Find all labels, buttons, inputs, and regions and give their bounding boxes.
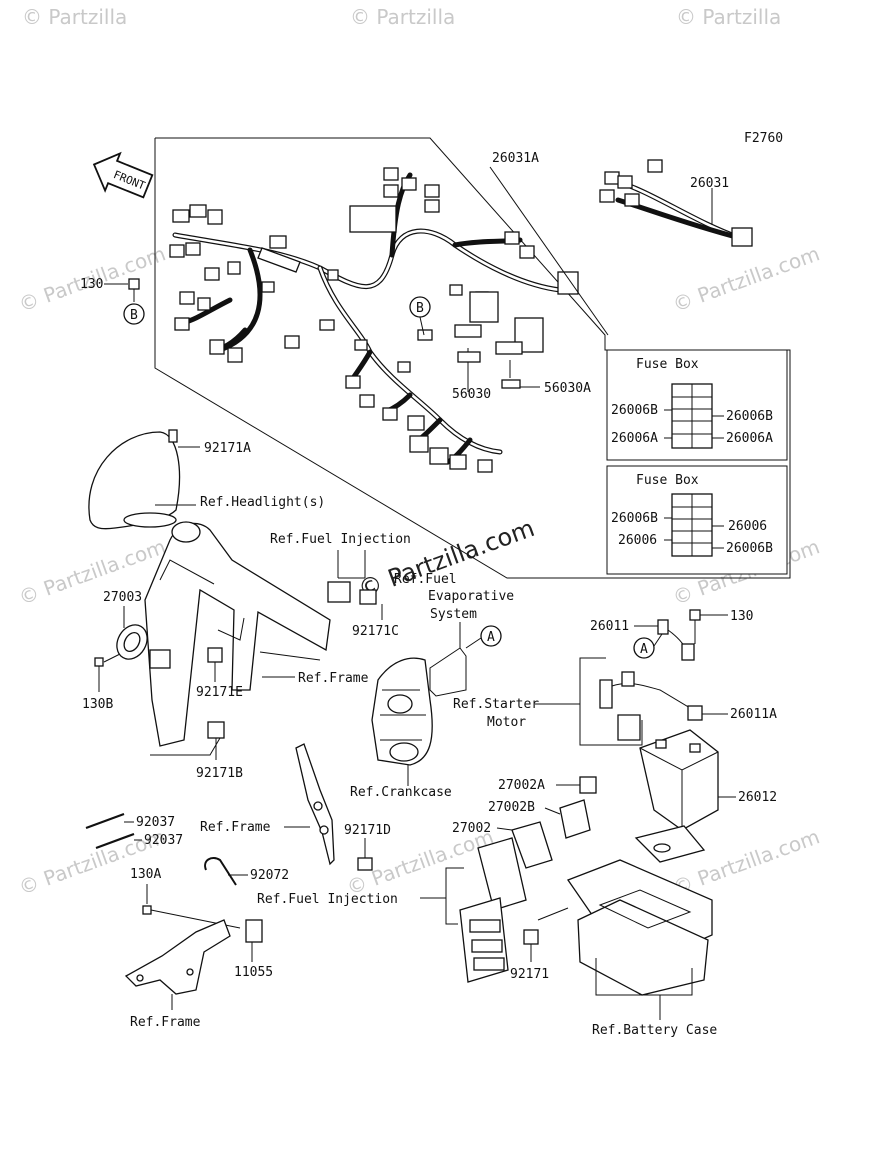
label-92037-a: 92037 xyxy=(136,815,175,830)
harness-frame xyxy=(154,137,791,579)
band-clamp-92072 xyxy=(204,857,237,886)
label-92171C: 92171C xyxy=(352,624,399,639)
starter-cable-26011 xyxy=(657,619,695,661)
ecu-27002 xyxy=(477,821,553,911)
bolt-130-icon xyxy=(128,278,140,302)
fuse-label: 26006B xyxy=(726,409,773,424)
label-ref-frame-bottom: Ref.Frame xyxy=(130,1015,201,1030)
label-92171E: 92171E xyxy=(196,685,243,700)
label-92171A: 92171A xyxy=(204,441,251,456)
label-92037-b: 92037 xyxy=(144,833,183,848)
label-56030A: 56030A xyxy=(544,381,591,396)
label-92171D: 92171D xyxy=(344,823,391,838)
canister-bracket: A xyxy=(429,625,502,697)
frame-bracket-lower xyxy=(295,743,335,866)
fuse-label: 26006B xyxy=(726,541,773,556)
headlight-shell xyxy=(88,429,181,530)
label-92072: 92072 xyxy=(250,868,289,883)
sensor-connector xyxy=(327,581,377,605)
label-130A: 130A xyxy=(130,867,161,882)
fuse-box-panel-2: Fuse Box 26006B 26006 26006 26006B xyxy=(606,465,788,575)
callout-b-label: B xyxy=(130,308,138,323)
fuse-label: 26006A xyxy=(611,431,658,446)
clamp-92171 xyxy=(523,929,539,945)
fuse-box-title: Fuse Box xyxy=(636,357,699,372)
label-26011: 26011 xyxy=(590,619,629,634)
label-ref-battery-case: Ref.Battery Case xyxy=(592,1023,717,1038)
label-ref-crankcase: Ref.Crankcase xyxy=(350,785,452,800)
starter-bracket-frame xyxy=(579,657,643,746)
label-56030: 56030 xyxy=(452,387,491,402)
fuse-box-title: Fuse Box xyxy=(636,473,699,488)
frame-head-section xyxy=(144,521,331,747)
fuse-label: 26006 xyxy=(618,533,657,548)
battery-26012 xyxy=(639,729,719,831)
clamp-92171E xyxy=(207,647,223,663)
label-92171: 92171 xyxy=(510,967,549,982)
connector-11055 xyxy=(245,919,263,943)
label-27002A: 27002A xyxy=(498,778,545,793)
label-27002B: 27002B xyxy=(488,800,535,815)
label-130-right: 130 xyxy=(730,609,753,624)
fuse-label: 26006 xyxy=(728,519,767,534)
relay-27002A xyxy=(579,776,597,794)
bolt-130-right-icon xyxy=(689,609,701,621)
label-ref-frame-mid: Ref.Frame xyxy=(298,671,369,686)
label-130B: 130B xyxy=(82,697,113,712)
sub-harness-26031 xyxy=(599,159,753,247)
bolt-130B-icon xyxy=(94,657,104,667)
label-11055: 11055 xyxy=(234,965,273,980)
fuse-label: 26006B xyxy=(611,511,658,526)
label-26012: 26012 xyxy=(738,790,777,805)
watermark-text: © Partzilla.com xyxy=(670,241,823,316)
label-130-top: 130 xyxy=(80,277,103,292)
callout-b-label: B xyxy=(416,301,424,316)
label-ref-fuel-evap-3: System xyxy=(430,607,477,622)
watermark-text: © Partzilla xyxy=(22,5,127,29)
fuse-box-panel-1: Fuse Box 26006B 26006A 26006B 26006A xyxy=(606,349,788,461)
callout-a-marker xyxy=(633,637,655,659)
label-92171B: 92171B xyxy=(196,766,243,781)
watermark-text: © Partzilla xyxy=(350,5,455,29)
label-ref-frame-lower: Ref.Frame xyxy=(200,820,271,835)
callout-a-label: A xyxy=(487,630,495,645)
label-ref-fuel-injection-top: Ref.Fuel Injection xyxy=(270,532,411,547)
corrugated-sleeve xyxy=(257,247,301,273)
cable-tie-92037 xyxy=(85,812,135,850)
label-ref-starter-1: Ref.Starter xyxy=(453,697,539,712)
fuse-label: 26006A xyxy=(726,431,773,446)
front-arrow-icon: FRONT xyxy=(92,151,154,199)
fuse-box-upper xyxy=(469,291,499,323)
battery-case xyxy=(566,825,713,996)
label-ref-starter-2: Motor xyxy=(487,715,526,730)
label-27002: 27002 xyxy=(452,821,491,836)
ecu-bracket xyxy=(459,897,509,983)
harness-junction-block xyxy=(349,205,397,233)
mounting-bracket xyxy=(124,919,231,995)
label-ref-fuel-evap-2: Evaporative xyxy=(428,589,514,604)
clamp-92171D xyxy=(357,857,373,871)
main-harness-26031A: B xyxy=(169,167,579,473)
callout-a-label: A xyxy=(640,642,648,657)
callout-b-marker xyxy=(123,303,145,325)
relay-27002B xyxy=(559,799,591,839)
crankcase-cover xyxy=(371,657,433,766)
starter-relay xyxy=(599,671,703,741)
label-ref-headlight: Ref.Headlight(s) xyxy=(200,495,325,510)
label-26031: 26031 xyxy=(690,176,729,191)
relay-27003 xyxy=(116,624,148,660)
label-26011A: 26011A xyxy=(730,707,777,722)
watermark-text: © Partzilla xyxy=(676,5,781,29)
frame-tube-lower xyxy=(150,737,221,756)
label-26031A: 26031A xyxy=(492,151,539,166)
clamp-92171B xyxy=(207,721,225,739)
label-27003: 27003 xyxy=(103,590,142,605)
fuse-label: 26006B xyxy=(611,403,658,418)
label-ref-fuel-evap-1: Ref.Fuel xyxy=(394,572,457,587)
callout-a-marker xyxy=(480,625,502,647)
bolt-130A-icon xyxy=(142,905,152,915)
figure-code: F2760 xyxy=(744,131,783,146)
label-ref-fuel-injection-bottom: Ref.Fuel Injection xyxy=(257,892,398,907)
